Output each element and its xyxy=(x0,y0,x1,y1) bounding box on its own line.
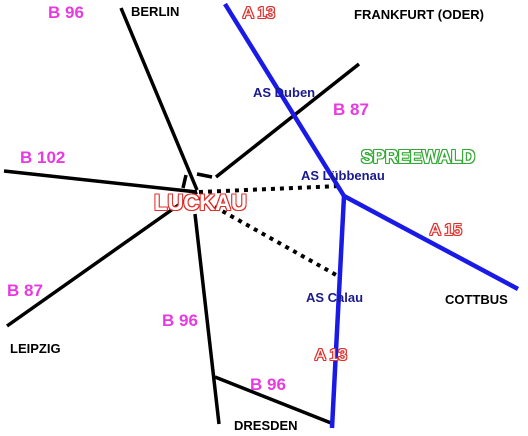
road-label-b87-east: B 87 xyxy=(333,100,369,119)
region-label-spreewald: SPREEWALD xyxy=(361,147,476,167)
autobahn-label-a13-south: A 13 xyxy=(315,347,348,364)
junction-label-luebbenau: AS Lübbenau xyxy=(301,168,385,183)
road-label-b102: B 102 xyxy=(20,148,66,167)
autobahn-a15 xyxy=(342,194,520,291)
city-label-berlin: BERLIN xyxy=(131,4,180,19)
autobahn-lines xyxy=(223,2,520,429)
road-b87-to-leipzig xyxy=(5,190,199,328)
road-label-b96-southeast: B 96 xyxy=(250,375,286,394)
road-b87-to-frankfurt xyxy=(214,62,361,179)
road-b96-to-berlin xyxy=(119,7,199,191)
city-label-cottbus: COTTBUS xyxy=(445,292,508,307)
city-label-frankfurt: FRANKFURT (ODER) xyxy=(354,7,484,22)
junction-label-calau: AS Calau xyxy=(306,290,364,305)
autobahn-label-a13-north: A 13 xyxy=(243,5,276,22)
road-luckau-stub-west xyxy=(181,174,188,189)
autobahn-a13-south xyxy=(329,195,347,429)
town-label-luckau: LUCKAU xyxy=(154,190,247,215)
city-label-leipzig: LEIPZIG xyxy=(10,341,61,356)
road-b96-to-dresden xyxy=(193,213,221,425)
road-b96-southeast xyxy=(214,375,332,425)
autobahn-label-a15: A 15 xyxy=(430,222,463,239)
junction-label-duben: AS Duben xyxy=(253,85,316,100)
road-label-b96-north: B 96 xyxy=(48,3,84,22)
autobahn-a13-north xyxy=(223,2,346,198)
road-label-b96-south: B 96 xyxy=(162,311,198,330)
road-label-b87-west: B 87 xyxy=(7,281,43,300)
feeder-roads xyxy=(198,184,342,278)
city-label-dresden: DRESDEN xyxy=(234,418,298,433)
road-luckau-stub-north xyxy=(196,172,213,179)
feeder-to-luebbenau xyxy=(198,184,342,194)
road-b102-west xyxy=(3,169,198,194)
federal-roads xyxy=(3,7,361,425)
